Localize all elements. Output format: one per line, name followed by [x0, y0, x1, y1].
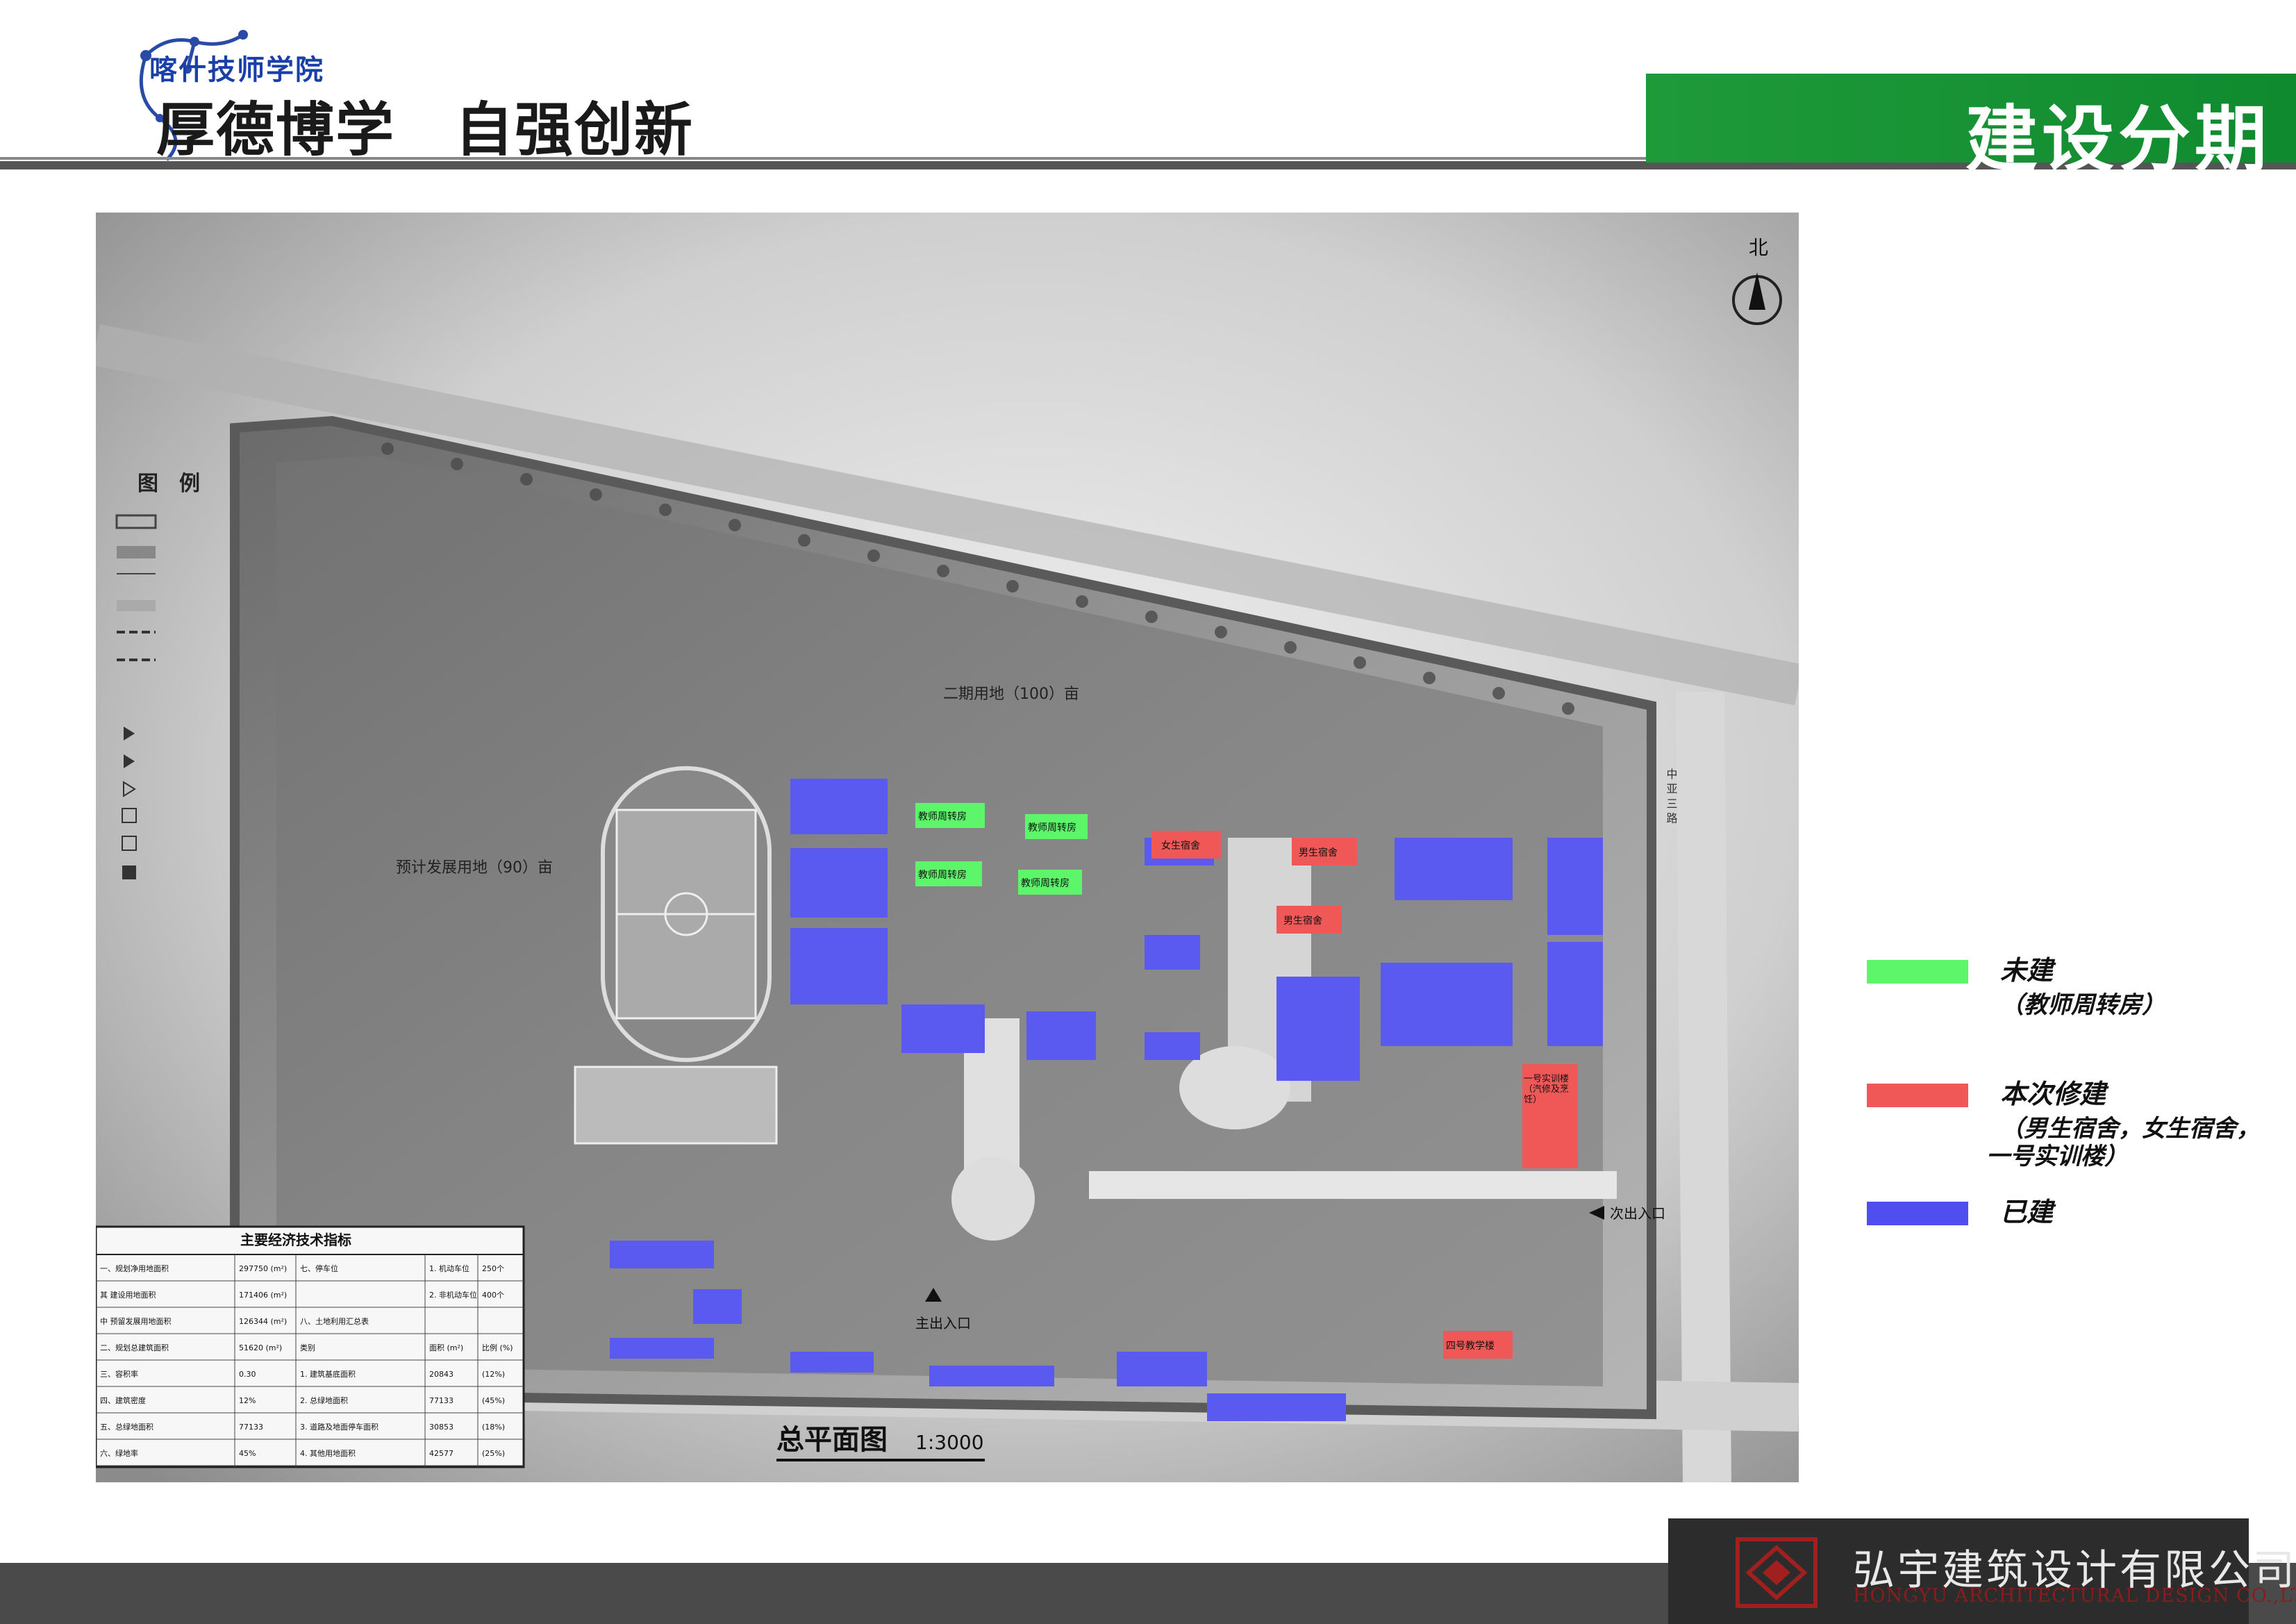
- secondary-entrance-label: 次出入口: [1610, 1205, 1665, 1222]
- indicator-cell: (25%): [482, 1449, 505, 1458]
- legend-label-unbuilt: 未建: [2000, 954, 2054, 986]
- indicator-cell: 其 建设用地面积: [100, 1290, 156, 1300]
- indicator-cell: 45%: [239, 1449, 256, 1458]
- map-legend: 图 例: [115, 472, 200, 879]
- indicator-cell: 77133: [429, 1396, 454, 1405]
- indicator-cell: 六、绿地率: [100, 1448, 138, 1458]
- built-buildings: [610, 779, 1603, 1421]
- indicator-cell: 297750 (m²): [239, 1264, 287, 1273]
- east-road: [1676, 691, 1731, 1482]
- indicator-cell: 1. 建筑基底面积: [300, 1369, 356, 1379]
- site-inner: [276, 456, 1603, 1386]
- unbuilt-buildings: [915, 803, 1088, 895]
- indicator-cell: 面积 (m²): [429, 1343, 463, 1352]
- indicator-cell: 1. 机动车位: [429, 1263, 469, 1273]
- east-west-walkway: [1089, 1171, 1617, 1199]
- legend-label-planned: 本次修建: [2000, 1078, 2106, 1109]
- indicator-cell: 4. 其他用地面积: [300, 1449, 356, 1458]
- north-road: [96, 324, 1799, 706]
- zone-label-phase2: 二期用地（100）亩: [943, 686, 1079, 703]
- header-divider-thick: [0, 161, 2296, 169]
- indicator-cell: (18%): [482, 1423, 505, 1432]
- indicator-table: 主要经济技术指标 一、规划净用地面积 297750 (m²) 七、停车位 1. 机动车…: [96, 1225, 525, 1468]
- school-motto: 厚德博学 自强创新: [156, 96, 694, 164]
- indicator-cell: 42577: [429, 1449, 454, 1458]
- svg-text:教师周转房: 教师周转房: [1028, 822, 1076, 834]
- plan-title: 总平面图: [776, 1424, 888, 1456]
- legend-sub2-planned: 一号实训楼）: [1986, 1143, 2128, 1170]
- school-logo: [139, 30, 248, 161]
- indicator-cell: 0.30: [239, 1370, 256, 1379]
- indicator-cell: 二、规划总建筑面积: [100, 1343, 169, 1352]
- indicator-cell: 171406 (m²): [239, 1291, 287, 1300]
- main-entrance-label: 主出入口: [915, 1315, 971, 1332]
- indicator-cell: 三、容积率: [100, 1369, 138, 1379]
- svg-text:女生宿舍: 女生宿舍: [1161, 840, 1200, 852]
- indicator-cell: 类别: [300, 1343, 315, 1352]
- legend-swatch-planned: [1867, 1084, 1968, 1107]
- training-building-1: [1522, 1064, 1578, 1168]
- site-plan-map: 二期用地（100）亩 预计发展用地（90）亩 中 亚 三 路 北 图 例: [96, 213, 1799, 1482]
- male-dorm-a: [1292, 838, 1357, 865]
- indicator-cell: 比例 (%): [482, 1343, 513, 1352]
- planned-buildings: [1151, 831, 1578, 1359]
- svg-text:男生宿舍: 男生宿舍: [1299, 847, 1338, 859]
- company-logo-icon: [1736, 1537, 1817, 1608]
- indicator-cell: 八、土地利用汇总表: [300, 1316, 369, 1326]
- indicator-cell: 126344 (m²): [239, 1317, 287, 1326]
- indicator-cell: 51620 (m²): [239, 1343, 282, 1352]
- legend-label-built: 已建: [2000, 1196, 2054, 1227]
- indicator-cell: 30853: [429, 1423, 454, 1432]
- svg-text:教师周转房: 教师周转房: [918, 870, 967, 881]
- north-label: 北: [1749, 236, 1768, 259]
- header-divider: [0, 157, 2296, 160]
- svg-text:教师周转房: 教师周转房: [1021, 878, 1070, 889]
- zone-label-reserve: 预计发展用地（90）亩: [396, 859, 553, 877]
- plan-scale: 1:3000: [915, 1431, 984, 1454]
- indicator-cell: 2. 非机动车位: [429, 1290, 477, 1300]
- svg-text:男生宿舍: 男生宿舍: [1283, 915, 1322, 927]
- legend-swatch-built: [1867, 1202, 1968, 1225]
- road-label: 中 亚 三 路: [1665, 768, 1678, 823]
- male-dorm-b: [1276, 906, 1342, 934]
- indicator-cell: (12%): [482, 1370, 505, 1379]
- tree-rows: [381, 442, 1574, 715]
- indicator-cell: (45%): [482, 1396, 505, 1405]
- legend-sub-planned: （男生宿舍，女生宿舍，: [2000, 1115, 2260, 1143]
- svg-text:四号教学楼: 四号教学楼: [1446, 1341, 1495, 1352]
- main-entrance-icon: [925, 1288, 942, 1302]
- legend-swatch-unbuilt: [1867, 960, 1968, 984]
- indicator-cell: 3. 道路及地面停车面积: [300, 1422, 378, 1432]
- training-building-label: 一号实训楼（汽修及烹饪）: [1524, 1074, 1570, 1105]
- indicator-cell: 2. 总绿地面积: [300, 1395, 348, 1405]
- athletic-field: [601, 766, 772, 1062]
- teaching-building-4: [1443, 1331, 1513, 1359]
- svg-text:图 例: 图 例: [138, 472, 200, 496]
- school-name: 喀什技师学院: [149, 54, 324, 86]
- female-dorm: [1151, 831, 1221, 859]
- central-plaza: [951, 1157, 1035, 1241]
- secondary-entrance-icon: [1589, 1206, 1604, 1220]
- building-labels: 教师周转房 教师周转房 教师周转房 教师周转房 女生宿舍 男生宿舍 男生宿舍 四…: [918, 811, 1495, 1352]
- indicator-cell: 四、建筑密度: [100, 1395, 146, 1405]
- indicator-table-title: 主要经济技术指标: [240, 1232, 351, 1248]
- indicator-cell: 七、停车位: [300, 1263, 338, 1273]
- section-title: 建设分期: [1965, 97, 2271, 182]
- legend-sub-unbuilt: （教师周转房）: [2000, 991, 2165, 1019]
- indicator-cell: 20843: [429, 1370, 454, 1379]
- svg-text:教师周转房: 教师周转房: [918, 811, 967, 822]
- sports-courts: [574, 1066, 778, 1145]
- indicator-cell: 400个: [482, 1291, 504, 1300]
- company-name: 弘宇建筑设计有限公司: [1853, 1546, 2296, 1595]
- section-title-banner: [1646, 74, 2296, 163]
- indicator-cell: 中 预留发展用地面积: [100, 1316, 172, 1326]
- indicator-cell: 77133: [239, 1423, 263, 1432]
- indicator-cell: 一、规划净用地面积: [100, 1263, 169, 1273]
- indicator-cell: 12%: [239, 1396, 256, 1405]
- indicator-cell: 五、总绿地面积: [100, 1422, 153, 1432]
- indicator-cell: 250个: [482, 1264, 504, 1273]
- company-name-en: HONGYU ARCHITECTURAL DESIGN CO.,LTD: [1853, 1585, 2296, 1607]
